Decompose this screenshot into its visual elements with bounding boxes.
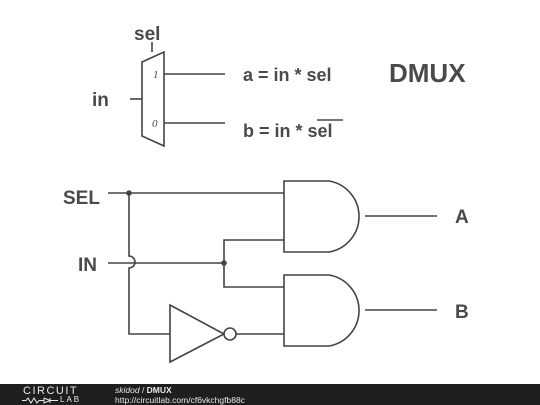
circuitlab-logo-lab: LAB xyxy=(60,395,82,404)
sel-label: SEL xyxy=(63,188,100,209)
in-to-and-b-wire xyxy=(223,263,284,288)
author-name[interactable]: skidod xyxy=(115,385,140,395)
credit-separator: / xyxy=(139,385,147,395)
dmux-body xyxy=(141,50,165,148)
footer-bar: CIRCUIT LAB skidod / DMUX http://circuit… xyxy=(0,384,540,405)
gate-circuit xyxy=(108,180,437,364)
dmux-sel-label: sel xyxy=(134,24,160,45)
inverter-bubble xyxy=(223,327,237,341)
circuit-credit: skidod / DMUX xyxy=(115,385,172,395)
dmux-out0-index: 0 xyxy=(152,118,158,130)
dmux-title: DMUX xyxy=(389,58,466,88)
output-b-label: B xyxy=(455,302,469,323)
equation-b-prefix: b = in * xyxy=(243,121,308,141)
dmux-symbol xyxy=(130,42,225,148)
dmux-in-label: in xyxy=(92,90,109,111)
and-gate-a xyxy=(283,180,360,253)
inverter xyxy=(169,303,226,364)
dmux-out1-index: 1 xyxy=(153,69,159,81)
circuitlab-logo-text: CIRCUIT xyxy=(23,385,79,397)
in-label: IN xyxy=(78,255,97,276)
and-gate-b xyxy=(283,274,360,347)
in-to-and-a-wire xyxy=(223,239,284,263)
circuit-name: DMUX xyxy=(146,385,172,395)
equation-b: b = in * sel xyxy=(243,121,333,141)
circuit-diagram: sel in 1 0 a = in * sel b = in * sel DMU… xyxy=(63,24,469,364)
output-a-label: A xyxy=(455,207,469,228)
circuit-url[interactable]: http://circuitlab.com/cf6vkchgfb88c xyxy=(115,395,245,405)
equation-a: a = in * sel xyxy=(243,65,332,85)
logo-wave-icon xyxy=(22,397,58,404)
equation-b-sel-bar: sel xyxy=(308,121,333,141)
